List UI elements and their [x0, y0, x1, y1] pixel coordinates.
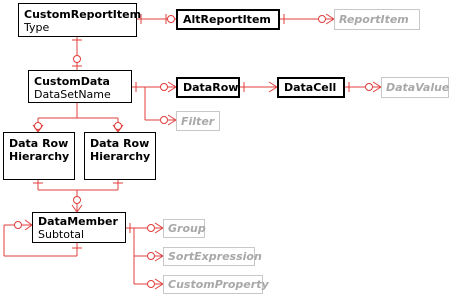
connector-customdata-hierarchies	[32, 103, 124, 133]
node-data-value[interactable]: DataValue	[381, 77, 449, 98]
node-subtitle: DataSetName	[34, 88, 111, 101]
node-subtitle: Subtotal	[38, 228, 85, 241]
node-data-row-hierarchy-2[interactable]: Data Row Hierarchy	[84, 132, 156, 180]
node-alt-report-item[interactable]: AltReportItem	[176, 9, 280, 30]
node-title: CustomData	[34, 75, 110, 88]
node-filter[interactable]: Filter	[176, 111, 220, 131]
node-title: AltReportItem	[183, 13, 271, 26]
connector-hierarchies-datamember	[33, 180, 123, 213]
node-title: DataRow	[183, 81, 239, 94]
connector-customdata-filter	[145, 114, 177, 126]
node-data-member[interactable]: DataMember Subtotal	[32, 212, 126, 243]
node-custom-data[interactable]: CustomData DataSetName	[28, 70, 132, 103]
node-title: Filter	[181, 115, 215, 128]
node-title: CustomReportItem	[24, 8, 142, 21]
node-group[interactable]: Group	[163, 219, 206, 238]
connector-customreportitem-altreportitem	[137, 14, 176, 24]
node-title: DataMember	[38, 215, 118, 228]
node-data-row[interactable]: DataRow	[176, 77, 240, 98]
node-subtitle: Type	[24, 21, 50, 34]
node-report-item[interactable]: ReportItem	[334, 9, 420, 30]
connector-datamember-self	[3, 219, 82, 257]
node-data-cell[interactable]: DataCell	[277, 77, 345, 98]
node-title: SortExpression	[168, 250, 262, 263]
connector-customreportitem-customdata	[72, 37, 82, 70]
connector-datarow-datacell	[240, 81, 278, 93]
node-sort-expression[interactable]: SortExpression	[163, 247, 262, 266]
connector-customdata-datarow	[132, 81, 177, 120]
node-data-row-hierarchy-1[interactable]: Data Row Hierarchy	[3, 132, 75, 180]
node-custom-report-item[interactable]: CustomReportItem Type	[18, 3, 142, 37]
node-title: DataCell	[284, 81, 337, 94]
node-custom-property[interactable]: CustomProperty	[163, 275, 269, 294]
node-title: DataValue	[386, 81, 450, 94]
node-title: Group	[168, 222, 206, 235]
node-title: Data Row Hierarchy	[90, 137, 151, 163]
connector-altreportitem-reportitem	[280, 13, 335, 25]
connector-datamember-children	[126, 222, 164, 290]
node-title: Data Row Hierarchy	[9, 137, 70, 163]
node-title: ReportItem	[339, 13, 409, 26]
connector-datacell-datavalue	[345, 81, 382, 93]
node-title: CustomProperty	[168, 278, 269, 291]
